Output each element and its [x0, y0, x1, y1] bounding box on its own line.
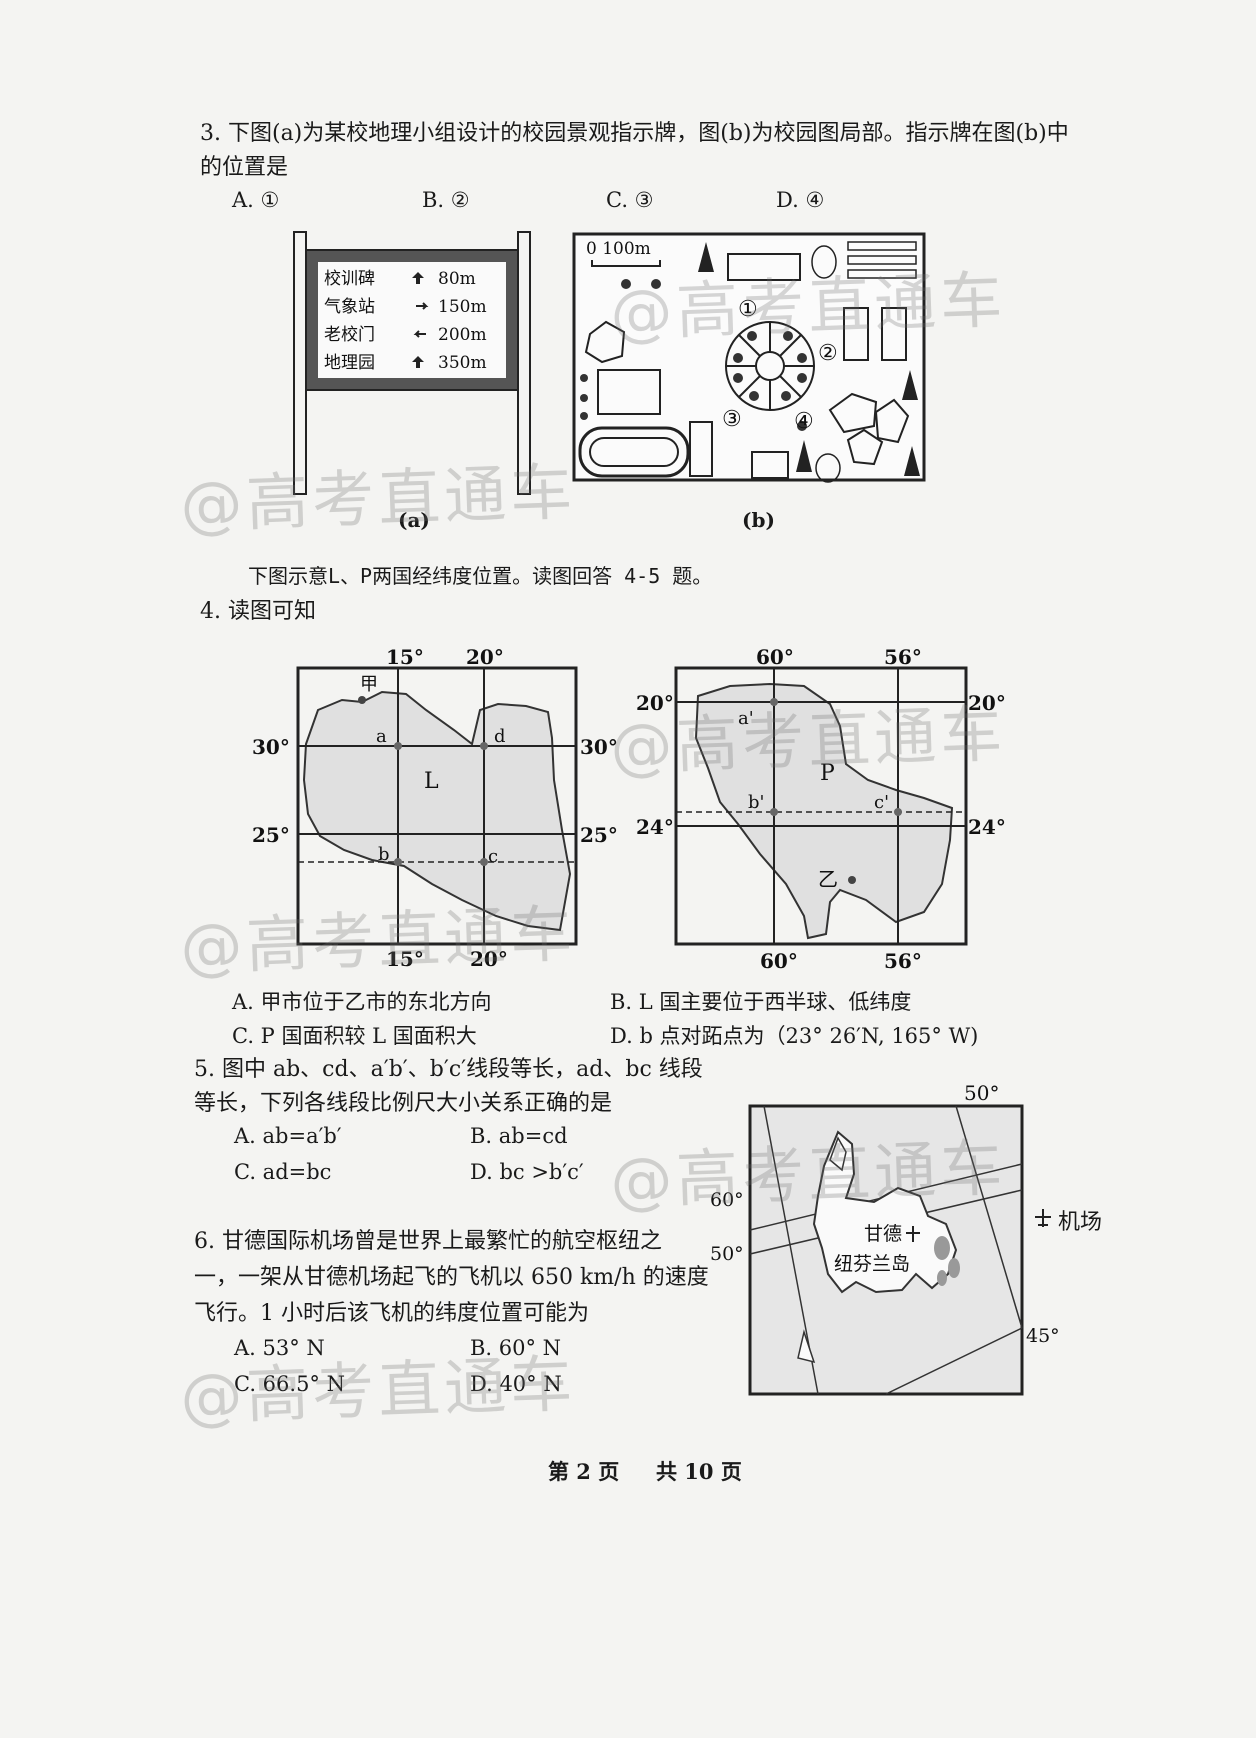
map-l-lon-bottom-1: 15°: [386, 947, 424, 971]
map-p-lat-right-1: 20°: [968, 691, 1006, 715]
map-p-lat-left-2: 24°: [636, 815, 674, 839]
q3-stem-line1: 3. 下图(a)为某校地理小组设计的校园景观指示牌，图(b)为校园图局部。指示牌…: [200, 121, 1069, 146]
intro-4-5: 下图示意L、P两国经纬度位置。读图回答 4-5 题。: [248, 564, 713, 588]
sign-row-1-label: 校训碑: [324, 269, 375, 289]
sign-row-4-label: 地理园: [324, 353, 375, 373]
figure-b-campus-map: 0 100m ①: [572, 232, 926, 483]
footer-page: 第 2 页: [548, 1459, 620, 1484]
airport-legend-label: 机场: [1058, 1210, 1103, 1235]
nf-island-label: 纽芬兰岛: [834, 1253, 910, 1275]
q6-option-b: B. 60° N: [470, 1336, 562, 1360]
nf-lon-top: 50°: [964, 1081, 999, 1105]
marker-3: ③: [722, 407, 742, 432]
watermark-2: @高考直通车: [609, 263, 1008, 350]
q6-stem-line2: 一，一架从甘德机场起飞的飞机以 650 km/h 的速度: [194, 1265, 709, 1290]
q5-option-c: C. ad=bc: [234, 1160, 332, 1184]
map-l: 15° 20° 15° 20° 30° 25° 30° 25° 甲 L a d …: [252, 645, 618, 971]
q4-option-b: B. L 国主要位于西半球、低纬度: [610, 990, 912, 1014]
q5-option-d: D. bc >b′c′: [470, 1160, 584, 1184]
map-l-lon-bottom-2: 20°: [470, 947, 508, 971]
caption-a: (a): [398, 508, 430, 532]
map-p-country-label: P: [820, 761, 835, 786]
q6-stem-line3: 飞行。1 小时后该飞机的纬度位置可能为: [194, 1301, 589, 1326]
map-l-point-c: c: [488, 846, 498, 867]
q4-stem: 4. 读图可知: [200, 599, 316, 624]
scale-text: 0 100m: [586, 239, 651, 259]
airport-legend-icon: [1035, 1209, 1051, 1227]
q3-option-d: D. ④: [776, 188, 825, 212]
sign-row-4-dist: 350m: [438, 353, 487, 373]
map-p-lon-top-2: 56°: [884, 645, 922, 669]
watermark-6: @高考直通车: [179, 1347, 578, 1434]
q5-stem-line1: 5. 图中 ab、cd、a′b′、b′c′线段等长，ad、bc 线段: [194, 1057, 703, 1082]
q4-option-a: A. 甲市位于乙市的东北方向: [232, 990, 492, 1014]
nf-city-gander: 甘德: [864, 1223, 902, 1245]
watermark-4: @高考直通车: [179, 897, 578, 984]
map-l-point-a: a: [376, 726, 387, 747]
map-p-point-a-prime: a': [738, 708, 754, 729]
map-p-lon-top-1: 60°: [756, 645, 794, 669]
map-p-lat-left-1: 20°: [636, 691, 674, 715]
q5-option-a: A. ab=a′b′: [234, 1124, 342, 1148]
map-p-lat-right-2: 24°: [968, 815, 1006, 839]
map-l-lat-right-2: 25°: [580, 823, 618, 847]
map-l-lon-top-1: 15°: [386, 645, 424, 669]
map-l-point-b: b: [378, 844, 390, 865]
map-l-lat-left-1: 30°: [252, 735, 290, 759]
nf-lat-top: 60°: [710, 1189, 744, 1211]
q5-option-b: B. ab=cd: [470, 1124, 568, 1148]
map-p-lon-bottom-2: 56°: [884, 949, 922, 973]
watermark-1: @高考直通车: [179, 455, 578, 542]
map-p-point-c-prime: c': [874, 792, 889, 813]
nf-lat-mid: 50°: [710, 1243, 744, 1265]
sign-row-3-label: 老校门: [324, 325, 375, 345]
q3-option-a: A. ①: [232, 188, 280, 212]
map-l-city-jia: 甲: [360, 674, 378, 695]
q6-option-c: C. 66.5° N: [234, 1372, 345, 1396]
nf-airport-icon: [906, 1226, 920, 1242]
footer-total: 共 10 页: [656, 1459, 742, 1484]
sign-row-2-dist: 150m: [438, 297, 487, 317]
figure-a-sign: 校训碑 80m 气象站 150m 老校门 200m 地理园 350m: [293, 231, 531, 495]
sign-row-3-dist: 200m: [438, 325, 487, 345]
map-l-lat-left-2: 25°: [252, 823, 290, 847]
map-p-lon-bottom-1: 60°: [760, 949, 798, 973]
watermark-3: @高考直通车: [609, 697, 1008, 784]
marker-1: ①: [738, 297, 758, 322]
map-p-point-b-prime: b': [748, 792, 764, 813]
marker-4: ④: [794, 409, 814, 434]
q3-option-b: B. ②: [422, 188, 470, 212]
watermark-5: @高考直通车: [609, 1131, 1008, 1218]
map-p: 60° 56° 60° 56° 20° 24° 20° 24° P a' b' …: [636, 645, 1006, 973]
q4-option-d: D. b 点对跖点为（23° 26′N, 165° W): [610, 1024, 979, 1048]
q6-option-a: A. 53° N: [234, 1336, 325, 1360]
q3-option-c: C. ③: [606, 188, 654, 212]
tree-icons: [698, 242, 920, 476]
map-l-lon-top-2: 20°: [466, 645, 504, 669]
map-p-city-yi: 乙: [818, 867, 838, 891]
sign-row-1-dist: 80m: [438, 269, 476, 289]
map-l-point-d: d: [494, 726, 506, 747]
marker-2: ②: [818, 341, 838, 366]
q6-option-d: D. 40° N: [470, 1372, 562, 1396]
map-l-lat-right-1: 30°: [580, 735, 618, 759]
q3-stem-line2: 的位置是: [200, 155, 289, 180]
q4-option-c: C. P 国面积较 L 国面积大: [232, 1024, 477, 1048]
q6-stem-line1: 6. 甘德国际机场曾是世界上最繁忙的航空枢纽之: [194, 1229, 662, 1254]
caption-b: (b): [742, 508, 775, 532]
nf-lon-right: 45°: [1026, 1325, 1060, 1347]
map-l-country-label: L: [424, 769, 439, 794]
sign-row-2-label: 气象站: [324, 297, 375, 317]
map-newfoundland: 50° 60° 50° 45° 甘德 纽芬兰岛: [710, 1081, 1060, 1396]
direction-arrow-icons: [412, 272, 429, 368]
q5-stem-line2: 等长，下列各线段比例尺大小关系正确的是: [194, 1091, 613, 1116]
